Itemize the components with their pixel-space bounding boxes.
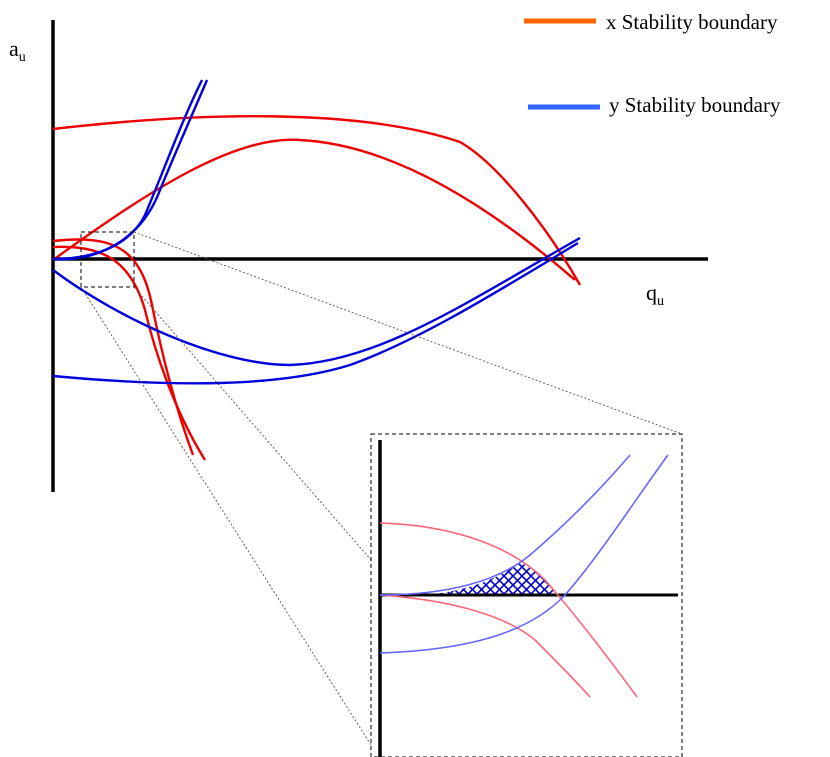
inset-y-boundary-upper xyxy=(379,454,631,596)
inset-y-boundaries xyxy=(379,454,669,654)
y-boundary-steep-1 xyxy=(52,79,204,261)
zoom-connector-top xyxy=(133,231,683,435)
main-axes: au qu xyxy=(9,20,708,492)
zoom-connector-mid xyxy=(133,286,372,561)
inset-y-boundary-lower xyxy=(379,454,669,654)
x-boundaries xyxy=(52,115,582,461)
legend: x Stability boundary y Stability boundar… xyxy=(524,10,781,117)
x-boundary-upper-top xyxy=(52,115,582,286)
inset-x-boundaries xyxy=(379,522,638,698)
y-boundary-steep-2 xyxy=(52,79,209,261)
y-boundaries xyxy=(52,79,581,385)
zoom-region-box xyxy=(80,231,135,288)
y-boundary-lower-1 xyxy=(52,236,581,367)
x-axis-label-sub: u xyxy=(657,294,664,309)
zoom-indicator xyxy=(80,231,683,746)
inset-stable-region xyxy=(428,562,558,595)
y-axis-label: au xyxy=(9,36,26,65)
zoom-connector-lines xyxy=(80,231,683,746)
inset-x-boundary-upper xyxy=(379,522,638,698)
legend-y-label: y Stability boundary xyxy=(609,93,781,117)
inset-x-boundary-lower xyxy=(379,594,591,698)
y-axis-label-main: a xyxy=(9,36,19,61)
legend-x-label: x Stability boundary xyxy=(606,10,778,34)
x-boundary-lower-2 xyxy=(52,245,207,461)
y-axis-label-sub: u xyxy=(19,50,26,65)
x-boundary-lower-1 xyxy=(52,238,195,456)
x-boundary-upper-bottom xyxy=(52,138,576,281)
x-axis-label: qu xyxy=(646,280,664,309)
y-boundary-lower-2 xyxy=(52,241,579,385)
inset xyxy=(370,433,683,757)
x-axis-label-main: q xyxy=(646,280,657,305)
